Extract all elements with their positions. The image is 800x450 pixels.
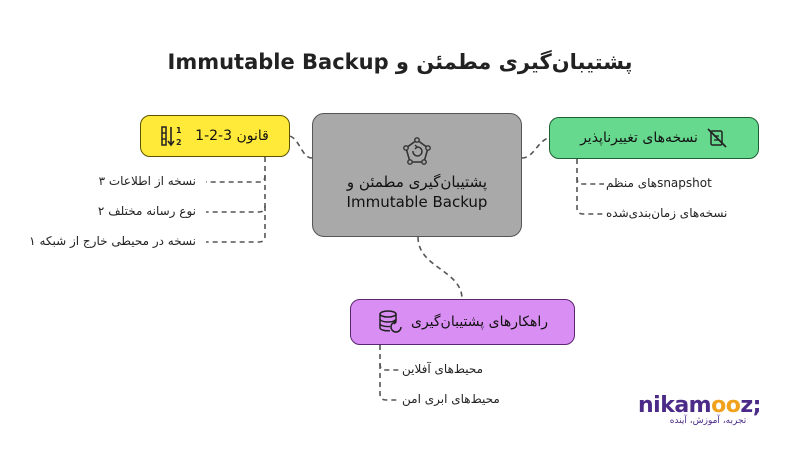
sort-numeric-icon: 1 2 bbox=[161, 124, 187, 148]
strategies-node: راهکارهای پشتیبان‌گیری bbox=[350, 299, 575, 345]
svg-text:1: 1 bbox=[176, 126, 182, 135]
immutable-leaf-1: snapshotهای منظم bbox=[606, 176, 712, 190]
nikamooz-logo: nikamooz; تجربه، آموزش، آینده bbox=[638, 393, 778, 438]
center-label-line1: پشتیبان‌گیری مطمئن و bbox=[346, 173, 488, 191]
connector-immutable-leaf-2 bbox=[576, 178, 604, 215]
connector-center-strategies bbox=[417, 236, 463, 300]
rule-leaf-1: نسخه از اطلاعات ۳ bbox=[98, 174, 196, 188]
strategies-leaf-2: محیط‌های ابری امن bbox=[402, 392, 500, 406]
immutable-node-label: نسخه‌های تغییرناپذیر bbox=[580, 130, 698, 146]
center-label-line2: Immutable Backup bbox=[346, 193, 488, 211]
rule-node-label: قانون 3-2-1 bbox=[195, 128, 269, 144]
rule-leaf-3: نسخه در محیطی خارج از شبکه ۱ bbox=[29, 234, 196, 248]
no-edit-icon bbox=[706, 127, 728, 149]
hub-refresh-icon bbox=[402, 137, 432, 167]
rule-node: 1 2 قانون 3-2-1 bbox=[140, 115, 290, 157]
logo-wordmark: nikamooz; bbox=[638, 393, 761, 418]
connector-immutable-leaf-1 bbox=[576, 159, 604, 185]
connector-strategies-leaf-2 bbox=[379, 364, 400, 401]
page-title: پشتیبان‌گیری مطمئن و Immutable Backup bbox=[167, 50, 633, 74]
immutable-leaf-2: نسخه‌های زمان‌بندی‌شده bbox=[606, 206, 728, 220]
strategies-node-label: راهکارهای پشتیبان‌گیری bbox=[410, 314, 549, 330]
svg-text:2: 2 bbox=[176, 138, 182, 147]
connector-center-rule bbox=[289, 135, 313, 159]
rule-leaf-2: نوع رسانه مختلف ۲ bbox=[97, 204, 196, 218]
logo-tagline: تجربه، آموزش، آینده bbox=[669, 416, 747, 426]
connector-rule-leaf-1 bbox=[206, 157, 266, 183]
connector-strategies-leaf-1 bbox=[379, 345, 400, 371]
immutable-node: نسخه‌های تغییرناپذیر bbox=[549, 117, 759, 159]
strategies-leaf-1: محیط‌های آفلاین bbox=[402, 362, 484, 376]
center-node: پشتیبان‌گیری مطمئن و Immutable Backup bbox=[312, 113, 522, 237]
connector-rule-leaf-2 bbox=[206, 176, 266, 213]
connector-rule-leaf-3 bbox=[206, 206, 266, 243]
connector-center-immutable bbox=[521, 137, 550, 159]
database-sync-icon bbox=[377, 309, 403, 335]
